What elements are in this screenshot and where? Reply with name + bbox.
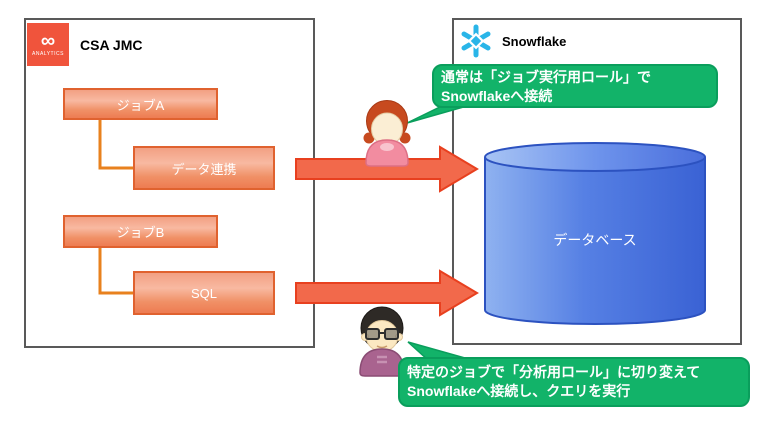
arrow-data-link-to-db bbox=[295, 145, 479, 193]
right-panel-title: Snowflake bbox=[502, 33, 567, 49]
callout-top-line1: 通常は「ジョブ実行用ロール」で bbox=[441, 69, 651, 85]
csa-logo-glyph: ∞ bbox=[40, 30, 56, 52]
callout-bottom-line1: 特定のジョブで「分析用ロール」に切り変えて bbox=[407, 364, 701, 380]
callout-bottom: 特定のジョブで「分析用ロール」に切り変えて Snowflakeへ接続し、クエリを… bbox=[398, 357, 750, 407]
sql-task-box: SQL bbox=[133, 271, 275, 315]
csa-jmc-header: ∞ ANALYTICS CSA JMC bbox=[27, 23, 143, 66]
database-label: データベース bbox=[553, 232, 637, 248]
callout-top-line2: Snowflakeへ接続 bbox=[441, 88, 553, 104]
job-b-box: ジョブB bbox=[63, 215, 218, 248]
job-a-box: ジョブA bbox=[63, 88, 218, 120]
left-panel-title: CSA JMC bbox=[80, 36, 143, 53]
snowflake-header: Snowflake bbox=[459, 24, 566, 58]
data-link-task-box: データ連携 bbox=[133, 146, 275, 190]
callout-bottom-line2: Snowflakeへ接続し、クエリを実行 bbox=[407, 383, 631, 399]
csa-analytics-logo-icon: ∞ ANALYTICS bbox=[27, 23, 69, 66]
arrow-sql-to-db bbox=[295, 269, 479, 317]
callout-top: 通常は「ジョブ実行用ロール」で Snowflakeへ接続 bbox=[432, 64, 718, 108]
female-user-icon bbox=[363, 100, 411, 167]
csa-logo-caption: ANALYTICS bbox=[32, 51, 64, 57]
snowflake-icon bbox=[461, 24, 491, 58]
